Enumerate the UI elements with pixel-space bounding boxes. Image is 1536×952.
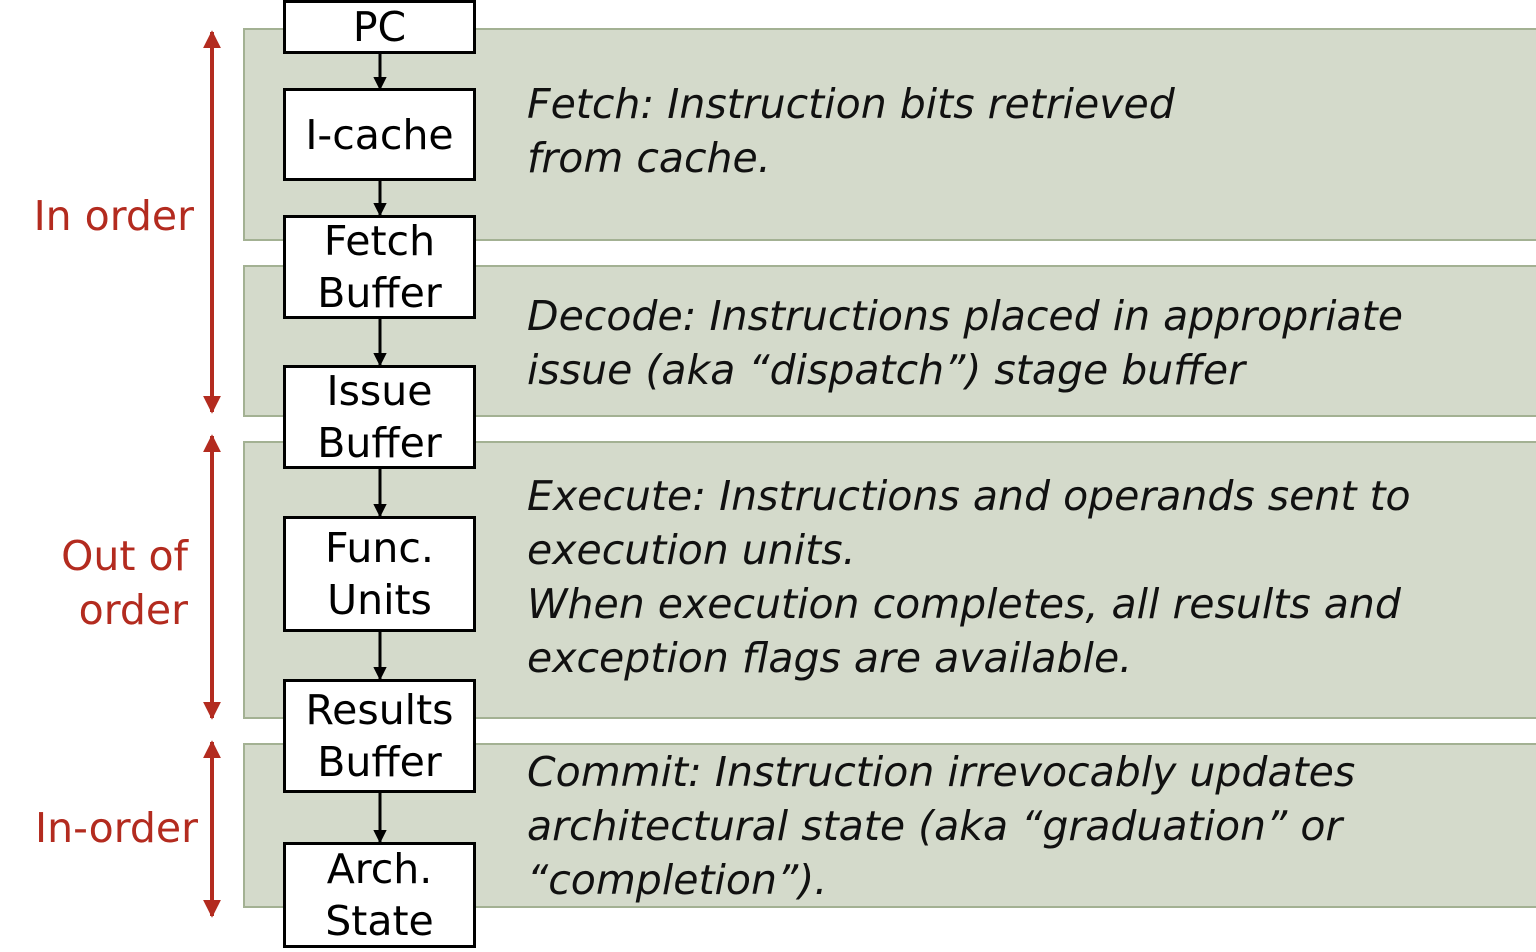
order-label-in-order-bottom: In-order (35, 801, 198, 855)
pipeline-box-label: PC (352, 3, 407, 51)
pipeline-box-label: I-cache (305, 110, 454, 159)
pipeline-box-func-units: Func. Units (283, 516, 476, 632)
stage-description-line: execution units. (527, 526, 856, 574)
stage-description-line: Execute: Instructions and operands sent … (527, 472, 1411, 520)
order-label-line: Out of (61, 532, 188, 580)
stage-description-execute: Execute: Instructions and operands sent … (527, 469, 1411, 685)
order-label-out-of-order: Out of order (61, 529, 188, 637)
pipeline-box-i-cache: I-cache (283, 88, 476, 181)
order-label-in-order-top: In order (34, 189, 194, 243)
order-label-line: In-order (35, 804, 198, 852)
pipeline-box-pc: PC (283, 0, 476, 54)
pipeline-box-fetch-buffer: Fetch Buffer (283, 215, 476, 319)
pipeline-box-issue-buffer: Issue Buffer (283, 365, 476, 469)
pipeline-box-label: Buffer (317, 269, 442, 317)
stage-description-line: Fetch: Instruction bits retrieved (527, 80, 1175, 128)
stage-description-commit: Commit: Instruction irrevocably updates … (527, 745, 1355, 907)
stage-description-line: When execution completes, all results an… (527, 580, 1401, 628)
pipeline-box-label: Arch. (326, 845, 433, 893)
order-label-line: order (78, 586, 188, 634)
pipeline-box-arch-state: Arch. State (283, 842, 476, 948)
stage-description-line: Commit: Instruction irrevocably updates (527, 748, 1356, 796)
pipeline-box-label: State (325, 897, 434, 945)
stage-description-line: “completion”). (527, 856, 828, 904)
stage-description-line: exception flags are available. (527, 634, 1133, 682)
stage-description-line: architectural state (aka “graduation” or (527, 802, 1343, 850)
pipeline-box-label: Fetch (323, 217, 436, 265)
stage-description-line: issue (aka “dispatch”) stage buffer (527, 346, 1245, 394)
pipeline-box-label: Buffer (317, 738, 442, 786)
pipeline-box-label: Func. (325, 524, 434, 572)
stage-description-line: Decode: Instructions placed in appropria… (527, 292, 1403, 340)
pipeline-box-label: Results (305, 686, 454, 734)
stage-description-line: from cache. (527, 134, 771, 182)
pipeline-box-label: Buffer (317, 419, 442, 467)
pipeline-box-label: Issue (326, 367, 433, 415)
pipeline-box-label: Units (327, 576, 432, 624)
stage-description-fetch: Fetch: Instruction bits retrieved from c… (527, 77, 1175, 185)
stage-description-decode: Decode: Instructions placed in appropria… (527, 289, 1403, 397)
pipeline-box-results-buffer: Results Buffer (283, 679, 476, 793)
order-label-line: In order (33, 192, 194, 240)
